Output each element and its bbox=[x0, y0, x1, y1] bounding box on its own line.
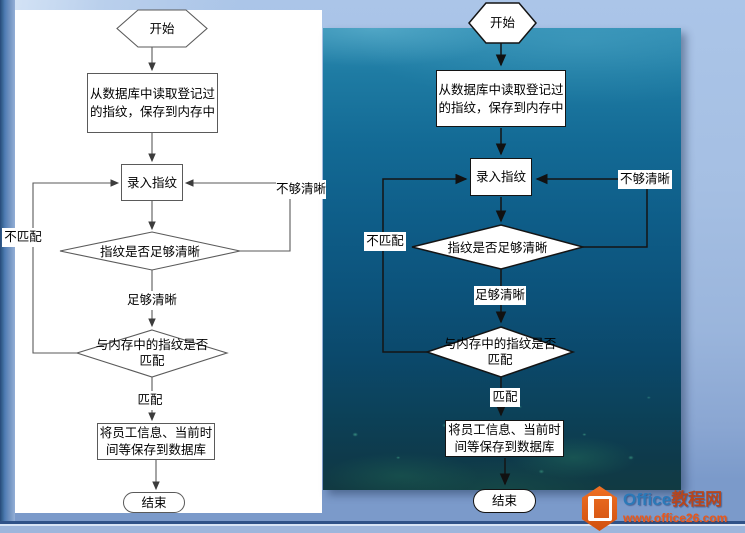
watermark-url: www.office26.com bbox=[623, 511, 728, 525]
right-save-line2: 间等保存到数据库 bbox=[454, 439, 555, 454]
right-read-db-line2: 的指纹，保存到内存中 bbox=[438, 100, 564, 115]
left-match-question: 与内存中的指纹是否 匹配 bbox=[77, 336, 227, 370]
left-match-yes-label: 匹配 bbox=[136, 391, 164, 410]
left-end-terminator: 结束 bbox=[123, 492, 185, 513]
left-no-match-label: 不匹配 bbox=[2, 228, 44, 247]
right-match-question-line2: 匹配 bbox=[487, 353, 513, 367]
left-start-hexagon bbox=[116, 9, 208, 48]
left-read-db-line2: 的指纹，保存到内存中 bbox=[89, 105, 215, 119]
left-match-question-line1: 与内存中的指纹是否 bbox=[95, 337, 209, 352]
left-match-diamond bbox=[75, 329, 229, 378]
right-match-question-line1: 与内存中的指纹是否 bbox=[443, 336, 557, 351]
watermark-site-name: Office教程网 bbox=[623, 485, 745, 510]
slide-bottom-light-line bbox=[0, 524, 745, 526]
left-clear-question: 指纹是否足够清晰 bbox=[99, 244, 200, 259]
right-not-clear-label: 不够清晰 bbox=[618, 170, 672, 189]
left-match-question-line2: 匹配 bbox=[139, 354, 165, 368]
right-end-terminator: 结束 bbox=[473, 489, 536, 513]
right-start-label: 开始 bbox=[489, 16, 515, 30]
watermark: Office教程网 www.office26.com bbox=[578, 483, 745, 533]
slide-footer-strip bbox=[0, 526, 745, 533]
watermark-site-name-cn: 教程网 bbox=[671, 490, 723, 509]
right-read-db-box: 从数据库中读取登记过 的指纹，保存到内存中 bbox=[436, 70, 566, 127]
slide-bottom-dark-line bbox=[0, 521, 745, 524]
right-no-match-label: 不匹配 bbox=[364, 232, 406, 251]
right-match-question: 与内存中的指纹是否 匹配 bbox=[427, 335, 573, 369]
watermark-text: Office教程网 www.office26.com bbox=[623, 485, 745, 525]
right-loop-no-match bbox=[382, 173, 468, 353]
right-save-box: 将员工信息、当前时 间等保存到数据库 bbox=[445, 420, 564, 457]
left-clear-diamond bbox=[59, 231, 241, 271]
left-loop-not-clear bbox=[184, 179, 291, 252]
left-read-db-line1: 从数据库中读取登记过 bbox=[89, 87, 215, 101]
right-clear-diamond bbox=[411, 224, 586, 270]
office-logo-glyph bbox=[587, 496, 612, 521]
right-match-yes-label: 匹配 bbox=[490, 388, 520, 407]
right-clear-yes-label: 足够清晰 bbox=[474, 286, 526, 305]
right-start-hexagon bbox=[468, 2, 537, 44]
watermark-site-name-en: Office bbox=[623, 490, 672, 509]
right-flowchart-lines bbox=[382, 2, 648, 486]
left-clear-yes-label: 足够清晰 bbox=[126, 291, 178, 310]
left-save-box: 将员工信息、当前时 间等保存到数据库 bbox=[97, 423, 215, 460]
right-save-line1: 将员工信息、当前时 bbox=[448, 422, 561, 437]
slide-left-border-band bbox=[0, 0, 15, 521]
left-save-line1: 将员工信息、当前时 bbox=[99, 425, 213, 440]
left-start-label: 开始 bbox=[149, 21, 175, 36]
left-read-db-box: 从数据库中读取登记过 的指纹，保存到内存中 bbox=[87, 73, 218, 133]
right-read-db-line1: 从数据库中读取登记过 bbox=[438, 82, 564, 97]
right-loop-not-clear bbox=[535, 173, 648, 248]
right-input-box: 录入指纹 bbox=[470, 158, 532, 196]
left-not-clear-label: 不够清晰 bbox=[276, 180, 326, 199]
left-loop-no-match bbox=[32, 179, 120, 354]
left-flowchart-lines bbox=[32, 9, 291, 491]
left-save-line2: 间等保存到数据库 bbox=[105, 442, 206, 457]
right-clear-question: 指纹是否足够清晰 bbox=[447, 240, 548, 255]
office-logo-icon bbox=[581, 486, 618, 531]
right-match-diamond bbox=[424, 326, 576, 378]
left-input-box: 录入指纹 bbox=[121, 164, 183, 201]
